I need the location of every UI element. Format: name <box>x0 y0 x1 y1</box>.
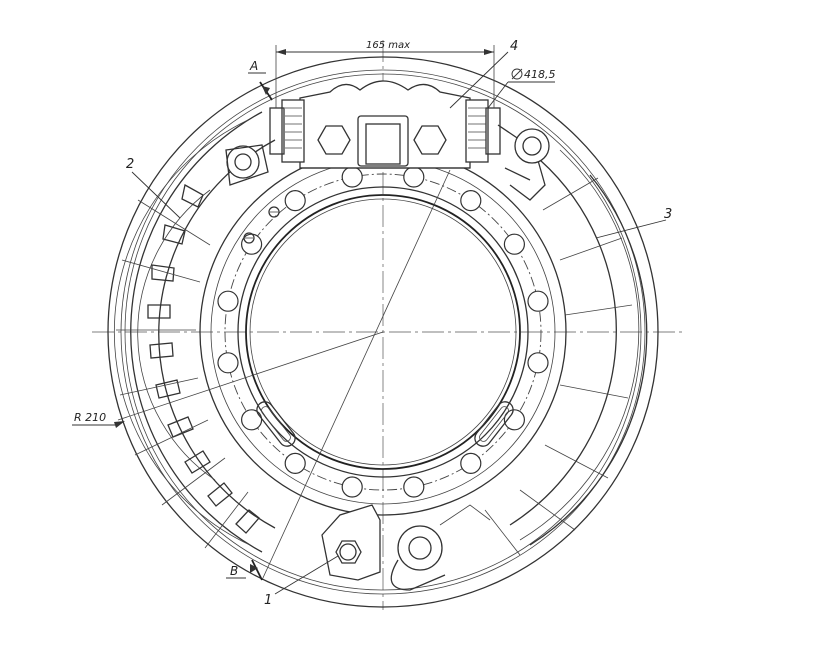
slot-holes <box>256 401 514 447</box>
dim-width-label: 165 max <box>366 40 410 51</box>
upper-pin-left <box>225 144 269 186</box>
view-marker-a <box>248 72 273 101</box>
bolt-hole <box>341 166 363 188</box>
view-b-label: B <box>230 564 238 578</box>
callout-item-1: 1 <box>264 593 272 608</box>
bolt-hole <box>284 190 306 212</box>
callout-item-3: 3 <box>664 207 672 222</box>
brake-shoe-left <box>113 111 276 553</box>
drum-outer-contour <box>107 56 659 608</box>
view-a-label: A <box>249 59 258 73</box>
dimension-diameter <box>487 68 555 109</box>
bolt-hole <box>217 290 239 312</box>
callout-leaders <box>131 51 667 595</box>
callout-item-2: 2 <box>126 157 134 172</box>
bolt-hole <box>284 452 306 474</box>
callout-item-4: 4 <box>510 39 518 54</box>
bolt-hole <box>341 476 363 498</box>
small-fittings <box>243 206 280 244</box>
bolt-hole <box>403 166 425 188</box>
view-marker-b <box>226 559 263 581</box>
dim-radius-label: R 210 <box>74 411 106 424</box>
wheel-cylinder <box>269 80 501 169</box>
bolt-hole <box>527 290 549 312</box>
bolt-hole <box>503 233 526 255</box>
dimension-radius <box>72 421 125 428</box>
brake-shoe-right <box>484 124 648 556</box>
bolt-holes <box>217 166 549 498</box>
bolt-hole <box>503 409 526 431</box>
construction-lines <box>117 169 451 581</box>
bolt-hole <box>217 352 239 374</box>
bolt-hole <box>241 409 263 431</box>
dim-diameter-label: 418,5 <box>524 68 556 81</box>
backing-plate <box>199 148 567 516</box>
upper-pin-right <box>514 128 550 164</box>
bolt-hole <box>460 190 482 212</box>
lower-anchor <box>321 504 491 591</box>
bolt-hole <box>460 452 482 474</box>
bolt-hole <box>527 352 549 374</box>
dimension-width <box>275 45 495 108</box>
bolt-hole <box>403 476 425 498</box>
